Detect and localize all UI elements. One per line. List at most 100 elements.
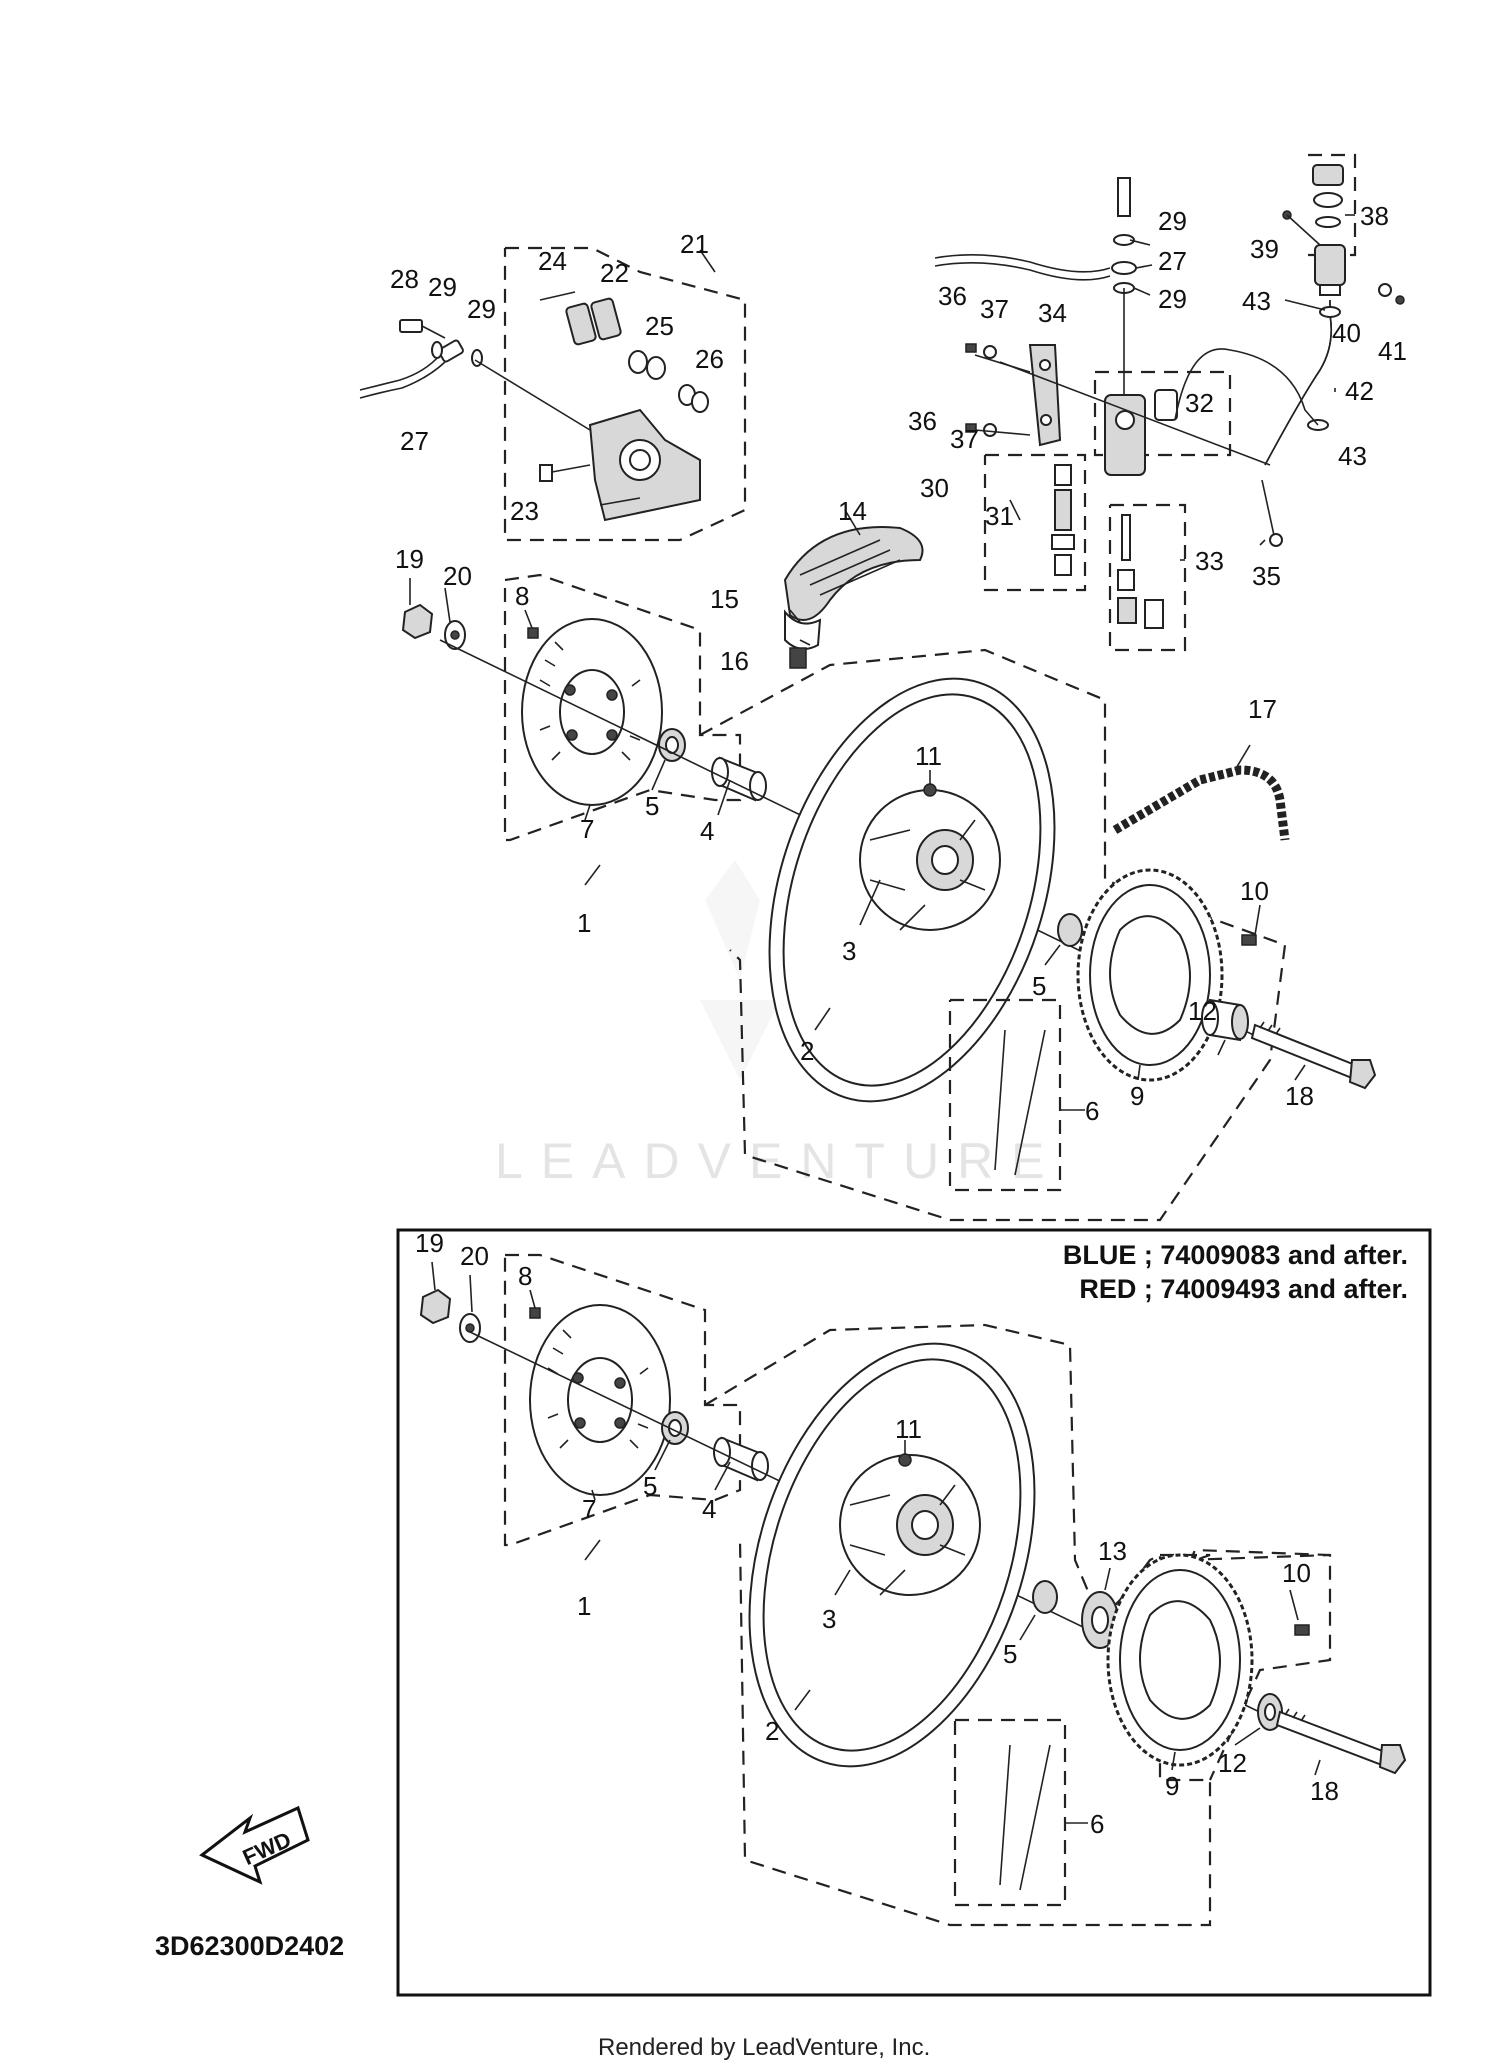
spokes-group-bottom — [953, 1718, 1088, 1907]
callout-9: 9 — [1130, 1081, 1144, 1111]
callout-11: 11 — [915, 741, 942, 771]
callout-39: 39 — [1250, 234, 1279, 264]
callout-17: 17 — [1248, 694, 1277, 724]
collar-top — [1201, 998, 1249, 1042]
axle-bottom — [1275, 1708, 1407, 1775]
callout-36: 36 — [938, 281, 967, 311]
callout-43: 43 — [1338, 441, 1367, 471]
bearing-and-collar-bottom — [661, 1411, 769, 1482]
leader-lines-top — [409, 214, 1355, 1081]
master-cylinder-group — [934, 153, 1405, 652]
callout-5: 5 — [645, 791, 659, 821]
callout-40: 40 — [1332, 318, 1361, 348]
callout-2: 2 — [765, 1716, 779, 1746]
callout-38: 38 — [1360, 201, 1389, 231]
callout-43: 43 — [1242, 286, 1271, 316]
callout-14: 14 — [838, 496, 867, 526]
callout-15: 15 — [710, 584, 739, 614]
bottom-wheel-group-outline — [704, 1323, 1212, 1927]
callout-7: 7 — [580, 814, 594, 844]
diagram-code: 3D62300D2402 — [155, 1931, 344, 1961]
inset-note-red: RED ; 74009493 and after. — [1079, 1274, 1408, 1304]
axle-nut-bottom — [419, 1288, 452, 1325]
collar-bottom — [1257, 1693, 1283, 1731]
callout-4: 4 — [702, 1494, 716, 1524]
callout-29: 29 — [1158, 206, 1187, 236]
callout-28: 28 — [390, 264, 419, 294]
callout-42: 42 — [1345, 376, 1374, 406]
callout-34: 34 — [1038, 298, 1067, 328]
callout-25: 25 — [645, 311, 674, 341]
callouts-top: 28 29 29 24 22 21 25 26 27 2 3 14 15 16 1… — [390, 201, 1407, 1126]
callout-8: 8 — [515, 581, 529, 611]
callout-3: 3 — [842, 936, 856, 966]
callout-10: 10 — [1240, 876, 1269, 906]
callout-4: 4 — [700, 816, 714, 846]
callout-27: 27 — [400, 426, 429, 456]
bearing-right-top — [1057, 913, 1083, 947]
inset-note-blue: BLUE ; 74009083 and after. — [1063, 1240, 1408, 1270]
callout-24: 24 — [538, 246, 567, 276]
top-hub-group-outline — [503, 573, 742, 842]
callout-29: 29 — [467, 294, 496, 324]
callout-5: 5 — [1003, 1639, 1017, 1669]
fwd-arrow-icon: FWD — [199, 1805, 310, 1885]
callout-30: 30 — [920, 473, 949, 503]
brake-hose-left — [359, 319, 591, 431]
callout-27: 27 — [1158, 246, 1187, 276]
bottom-sprocket-group-outline — [1160, 1548, 1332, 1781]
callout-36: 36 — [908, 406, 937, 436]
sprocket-bottom — [1106, 1553, 1310, 1767]
callout-6: 6 — [1085, 1096, 1099, 1126]
callout-26: 26 — [695, 344, 724, 374]
callout-20: 20 — [460, 1241, 489, 1271]
caliper-assembly-group — [503, 246, 747, 542]
callout-22: 22 — [600, 258, 629, 288]
callout-20: 20 — [443, 561, 472, 591]
callout-13: 13 — [1098, 1536, 1127, 1566]
callout-1: 1 — [577, 1591, 591, 1621]
callout-32: 32 — [1185, 388, 1214, 418]
drive-chain — [1112, 765, 1290, 841]
rear-wheel-top — [768, 677, 1056, 1103]
callout-31: 31 — [985, 501, 1014, 531]
callout-35: 35 — [1252, 561, 1281, 591]
callout-2: 2 — [800, 1036, 814, 1066]
callout-16: 16 — [720, 646, 749, 676]
bearing-right-bottom — [1032, 1580, 1058, 1614]
callout-18: 18 — [1285, 1081, 1314, 1111]
rear-wheel-bottom — [748, 1342, 1036, 1768]
callout-12: 12 — [1218, 1748, 1247, 1778]
callout-12: 12 — [1188, 996, 1217, 1026]
callout-37: 37 — [980, 294, 1009, 324]
footer-credit: Rendered by LeadVenture, Inc. — [598, 2034, 930, 2061]
callout-33: 33 — [1195, 546, 1224, 576]
callout-37: 37 — [950, 424, 979, 454]
callout-19: 19 — [415, 1228, 444, 1258]
axle-top — [1250, 1021, 1377, 1090]
top-wheel-group-outline — [699, 648, 1287, 1222]
callout-21: 21 — [680, 229, 709, 259]
callout-3: 3 — [822, 1604, 836, 1634]
callout-7: 7 — [582, 1494, 596, 1524]
inset-frame — [396, 1228, 1432, 1997]
brake-disc-bottom — [529, 1304, 671, 1496]
watermark-text: LEADVENTURE — [495, 1133, 1063, 1189]
callouts-bottom: 19 20 8 7 5 4 1 11 3 2 5 13 10 12 9 18 6 — [415, 1228, 1339, 1839]
callout-6: 6 — [1090, 1809, 1104, 1839]
callout-18: 18 — [1310, 1776, 1339, 1806]
callout-11: 11 — [895, 1414, 922, 1444]
bearing-and-collar-top — [658, 728, 767, 802]
axle-nut — [401, 603, 434, 640]
callout-9: 9 — [1165, 1771, 1179, 1801]
callout-29: 29 — [428, 272, 457, 302]
callout-29: 29 — [1158, 284, 1187, 314]
spokes-group-top — [948, 998, 1085, 1192]
callout-10: 10 — [1282, 1558, 1311, 1588]
brake-disc — [521, 618, 663, 806]
callout-8: 8 — [518, 1261, 532, 1291]
bottom-hub-group-outline — [503, 1253, 742, 1547]
sprocket-top — [1076, 868, 1257, 1082]
watermark-logo — [700, 860, 780, 1080]
